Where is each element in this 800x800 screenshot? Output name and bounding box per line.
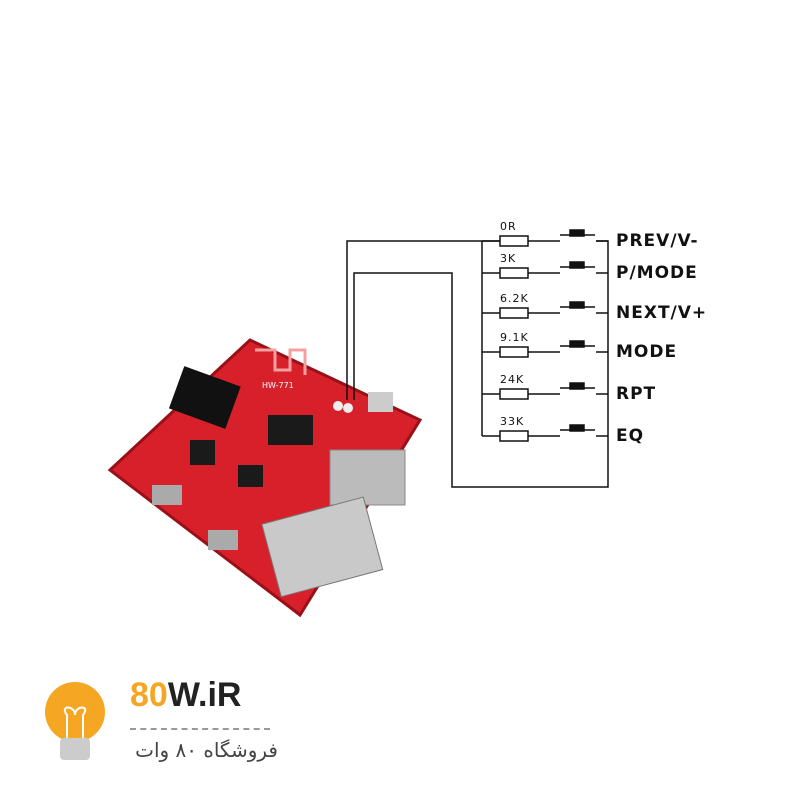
button-row [482, 340, 608, 358]
resistor-value: 3K [500, 252, 517, 265]
resistor [499, 346, 529, 358]
logo-divider [130, 728, 270, 730]
resistor [499, 307, 529, 319]
resistor-value: 33K [500, 415, 525, 428]
button-row [482, 261, 608, 279]
button-row [482, 229, 608, 247]
resistor-value: 0R [500, 220, 517, 233]
resistor [499, 235, 529, 247]
push-button [569, 382, 585, 390]
logo-text: 80W.iR [130, 676, 242, 714]
resistor [499, 388, 529, 400]
button-label: PREV/V- [616, 231, 699, 251]
button-label: NEXT/V+ [616, 303, 708, 323]
button-row [482, 424, 608, 442]
push-button [569, 261, 585, 269]
push-button [569, 301, 585, 309]
logo-bulb [45, 682, 105, 760]
push-button [569, 229, 585, 237]
push-button [569, 424, 585, 432]
resistor-value: 6.2K [500, 292, 529, 305]
wiring [346, 229, 609, 488]
board-silkscreen: HW-771 [262, 381, 294, 390]
button-row [482, 382, 608, 400]
push-button [569, 340, 585, 348]
button-label: RPT [616, 384, 657, 404]
logo-tagline: فروشگاه ۸۰ وات [135, 738, 278, 762]
resistor-value: 9.1K [500, 331, 529, 344]
button-label: MODE [616, 342, 678, 362]
resistor-value: 24K [500, 373, 525, 386]
button-label: EQ [616, 426, 645, 446]
resistor [499, 430, 529, 442]
resistor [499, 267, 529, 279]
button-label: P/MODE [616, 263, 698, 283]
pcb-board: HW-771 [107, 338, 423, 618]
button-row [482, 301, 608, 319]
